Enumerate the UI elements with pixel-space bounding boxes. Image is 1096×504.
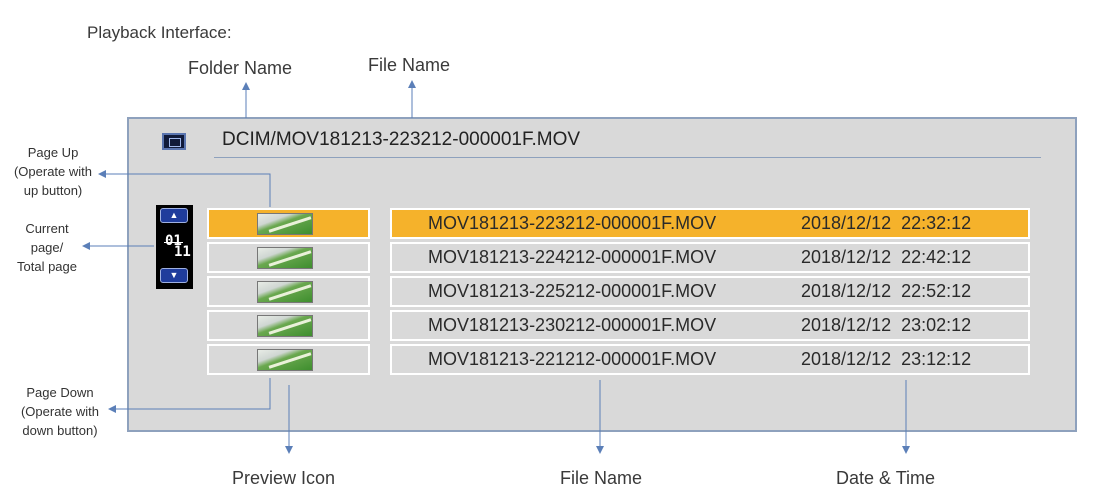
page-down-line2: (Operate with [20, 404, 100, 419]
file-row[interactable]: MOV181213-230212-000001F.MOV 2018/12/12 … [390, 310, 1030, 341]
current-page-line1: Current [25, 221, 69, 236]
thumbnail-cell[interactable] [207, 208, 370, 239]
file-date-time: 2018/12/12 23:02:12 [801, 315, 972, 335]
page-down-line1: Page Down [26, 385, 94, 400]
page-indicator: ▲ 01 11 ▼ [156, 205, 193, 289]
video-preview-icon [257, 349, 313, 371]
page-up-line3: up button) [23, 183, 83, 198]
triangle-up-icon: ▲ [169, 210, 179, 220]
header-divider [214, 157, 1041, 158]
page-up-label: Page Up (Operate with up button) [0, 143, 106, 200]
file-date-time: 2018/12/12 22:52:12 [801, 281, 972, 301]
current-page-label: Current page/ Total page [0, 219, 94, 276]
video-preview-icon [257, 281, 313, 303]
file-name: MOV181213-225212-000001F.MOV [428, 281, 717, 301]
thumbnail-cell[interactable] [207, 276, 370, 307]
file-row[interactable]: MOV181213-223212-000001F.MOV 2018/12/12 … [390, 208, 1030, 239]
file-name-bottom-label: File Name [560, 468, 643, 488]
preview-icon-label: Preview Icon [232, 468, 336, 488]
total-page-number: 11 [174, 244, 191, 260]
current-page-number: 01 [165, 233, 182, 249]
page-down-button[interactable]: ▼ [160, 268, 188, 283]
current-page-line3: Total page [17, 259, 77, 274]
diagram-title: Playback Interface: [87, 23, 232, 42]
date-time-label: Date & Time [836, 468, 936, 488]
file-name: MOV181213-221212-000001F.MOV [428, 349, 717, 369]
triangle-down-icon: ▼ [169, 270, 179, 280]
video-preview-icon [257, 213, 313, 235]
file-date-time: 2018/12/12 23:12:12 [801, 349, 972, 369]
video-preview-icon [257, 315, 313, 337]
page-down-label: Page Down (Operate with down button) [0, 383, 120, 440]
file-date-time: 2018/12/12 22:42:12 [801, 247, 972, 267]
file-row[interactable]: MOV181213-225212-000001F.MOV 2018/12/12 … [390, 276, 1030, 307]
file-date-time: 2018/12/12 22:32:12 [801, 213, 972, 233]
page-down-arrow [108, 378, 271, 413]
page-down-line3: down button) [22, 423, 98, 438]
file-row[interactable]: MOV181213-224212-000001F.MOV 2018/12/12 … [390, 242, 1030, 273]
playback-screen [127, 117, 1077, 432]
page-number-divider [164, 242, 183, 243]
thumbnail-cell[interactable] [207, 310, 370, 341]
folder-name-label: Folder Name [188, 58, 293, 78]
page-up-line1: Page Up [27, 145, 79, 160]
video-preview-icon [257, 247, 313, 269]
file-name: MOV181213-230212-000001F.MOV [428, 315, 717, 335]
current-page-line2: page/ [30, 240, 64, 255]
page-up-line2: (Operate with [13, 164, 93, 179]
thumbnail-cell[interactable] [207, 344, 370, 375]
file-name: MOV181213-223212-000001F.MOV [428, 213, 717, 233]
page-up-button[interactable]: ▲ [160, 208, 188, 223]
current-file-path: DCIM/MOV181213-223212-000001F.MOV [222, 129, 581, 150]
folder-icon [162, 133, 186, 150]
file-row[interactable]: MOV181213-221212-000001F.MOV 2018/12/12 … [390, 344, 1030, 375]
thumbnail-cell[interactable] [207, 242, 370, 273]
file-name: MOV181213-224212-000001F.MOV [428, 247, 717, 267]
file-name-top-label: File Name [368, 55, 451, 75]
page-up-arrow [98, 170, 271, 207]
